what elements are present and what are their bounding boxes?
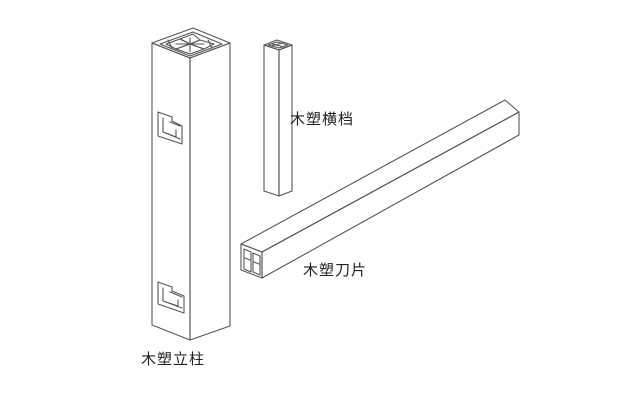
blade-hollow-chambers bbox=[243, 248, 261, 276]
post-lower-slot bbox=[157, 281, 185, 314]
post-label: 木塑立柱 bbox=[141, 350, 206, 368]
blade-part bbox=[240, 99, 520, 279]
blade-top-face bbox=[240, 99, 520, 253]
post-upper-slot bbox=[157, 111, 183, 145]
rail-right-face bbox=[278, 44, 293, 197]
blade-label: 木塑刀片 bbox=[303, 261, 368, 279]
post-part bbox=[151, 27, 231, 341]
blade-side-face bbox=[261, 111, 520, 279]
rail-hollow-chambers bbox=[267, 41, 289, 49]
rail-label: 木塑横档 bbox=[290, 110, 355, 128]
rail-left-face bbox=[263, 44, 280, 197]
post-right-face bbox=[189, 42, 231, 341]
post-hollow-chambers bbox=[159, 31, 223, 57]
blade-end-face bbox=[240, 243, 263, 279]
rail-part bbox=[263, 39, 293, 197]
